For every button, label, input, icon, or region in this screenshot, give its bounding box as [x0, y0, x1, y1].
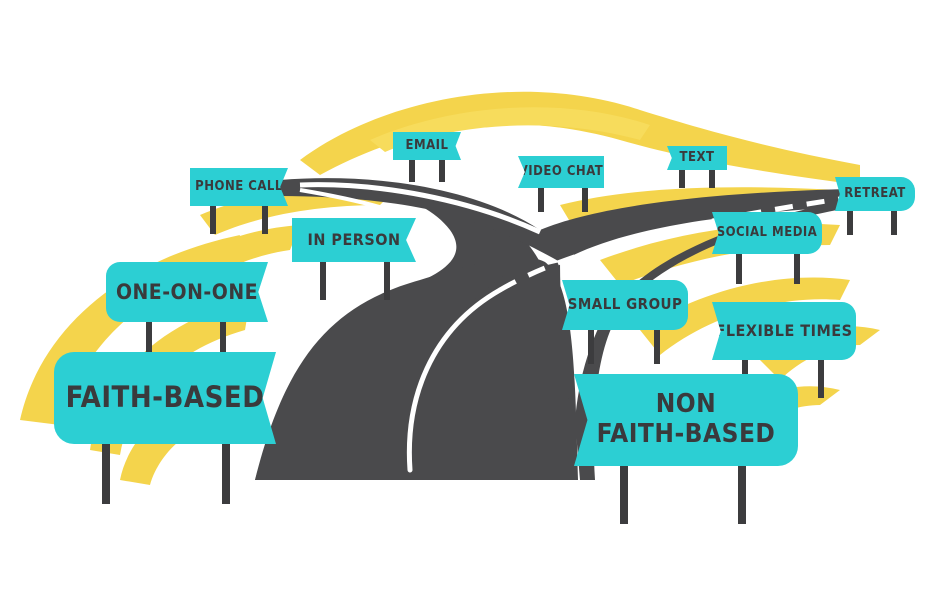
sign-label: EMAIL	[405, 137, 449, 153]
sign-label: RETREAT	[844, 185, 906, 201]
sign-post	[320, 258, 326, 300]
sign-label: FAITH-BASED	[65, 380, 265, 415]
sign-text: TEXT	[667, 146, 727, 188]
sign-label: SMALL GROUP	[567, 295, 683, 314]
sign-label-line-1: NON	[655, 389, 717, 420]
sign-flexible-times: FLEXIBLE TIMES	[712, 302, 856, 398]
sign-in-person: IN PERSON	[292, 218, 416, 300]
sign-one-on-one: ONE-ON-ONE	[106, 262, 268, 358]
sign-post	[439, 152, 445, 182]
sign-post	[891, 205, 897, 235]
sign-post	[102, 442, 110, 504]
sign-board: FAITH-BASED	[54, 352, 276, 444]
sign-label: ONE-ON-ONE	[115, 279, 259, 304]
sign-board: PHONE CALL	[190, 168, 288, 206]
sign-label: IN PERSON	[307, 229, 401, 249]
sign-retreat: RETREAT	[835, 177, 915, 235]
sign-post	[679, 166, 685, 188]
sign-board: NON FAITH-BASED	[574, 374, 798, 466]
sign-phone-call: PHONE CALL	[190, 168, 288, 234]
sign-social-media: SOCIAL MEDIA	[712, 212, 822, 284]
sign-post	[384, 258, 390, 300]
sign-board: FLEXIBLE TIMES	[712, 302, 856, 360]
sign-video-chat: VIDEO CHAT	[518, 156, 604, 212]
sign-board: VIDEO CHAT	[518, 156, 604, 188]
sign-post	[146, 316, 152, 358]
sign-label: FLEXIBLE TIMES	[715, 320, 853, 340]
sign-board: EMAIL	[393, 132, 461, 160]
sign-post	[588, 326, 594, 364]
sign-label: TEXT	[679, 149, 715, 165]
sign-label: PHONE CALL	[195, 178, 283, 194]
sign-post	[210, 198, 216, 234]
sign-post	[220, 316, 226, 358]
sign-post	[262, 198, 268, 234]
sign-post	[409, 152, 415, 182]
sign-post	[738, 462, 746, 524]
sign-post	[736, 250, 742, 284]
sign-post	[794, 250, 800, 284]
sign-post	[654, 326, 660, 364]
sign-label-line-2: FAITH-BASED	[596, 419, 776, 449]
sign-board: ONE-ON-ONE	[106, 262, 268, 322]
sign-label: SOCIAL MEDIA	[716, 224, 818, 240]
sign-non-faith-based: NON FAITH-BASED	[574, 374, 798, 524]
sign-post	[709, 166, 715, 188]
sign-post	[538, 182, 544, 212]
sign-board: SMALL GROUP	[562, 280, 688, 330]
sign-email: EMAIL	[393, 132, 461, 182]
sign-post	[222, 442, 230, 504]
sign-post	[620, 462, 628, 524]
sign-label: VIDEO CHAT	[518, 163, 604, 179]
sign-faith-based: FAITH-BASED	[54, 352, 276, 504]
sign-board: TEXT	[667, 146, 727, 170]
sign-post	[582, 182, 588, 212]
sign-board: RETREAT	[835, 177, 915, 211]
sign-board: SOCIAL MEDIA	[712, 212, 822, 254]
sign-board: IN PERSON	[292, 218, 416, 262]
sign-small-group: SMALL GROUP	[562, 280, 688, 364]
sign-post	[818, 358, 824, 398]
sign-post	[847, 205, 853, 235]
